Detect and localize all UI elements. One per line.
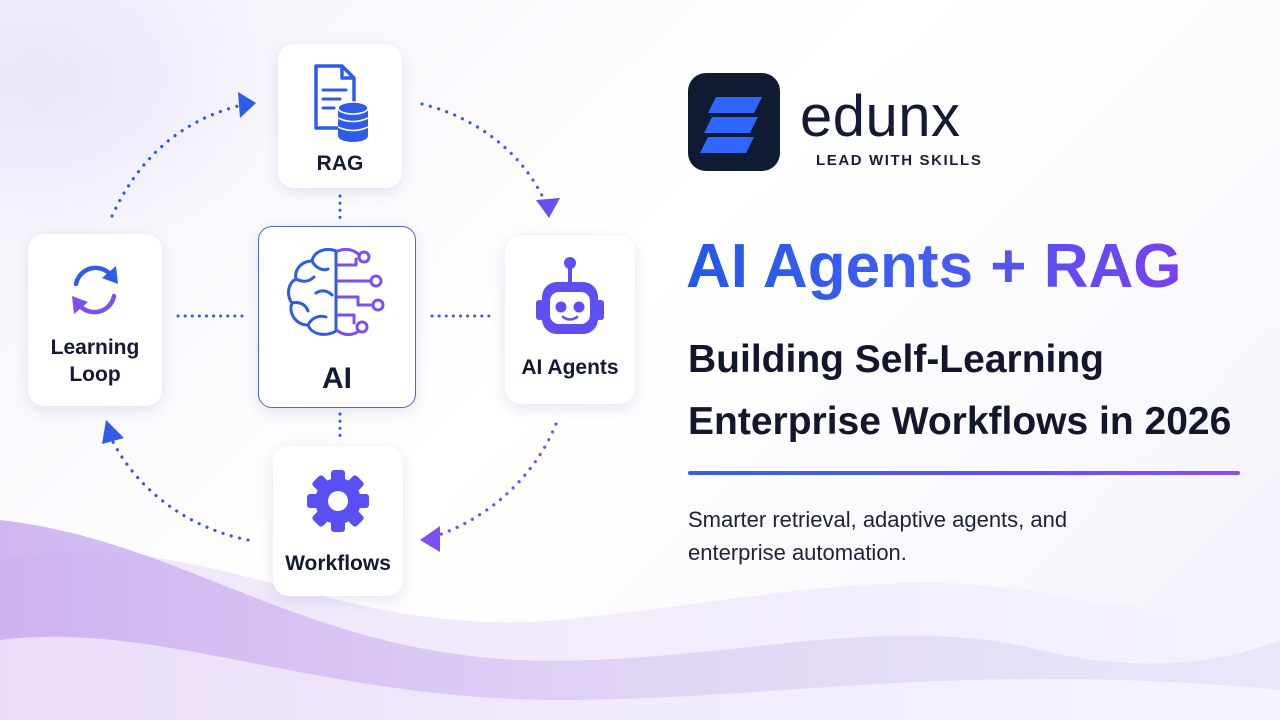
robot-icon	[505, 256, 635, 342]
node-rag: RAG	[278, 44, 402, 188]
refresh-cycle-icon	[28, 258, 162, 322]
brand-logo-icon	[688, 73, 780, 171]
subtitle-line: Building Self-Learning	[688, 338, 1104, 381]
headline: AI Agents + RAG	[686, 226, 1182, 308]
arc-rag-to-agents	[420, 102, 548, 206]
arrowhead-to-agents	[536, 198, 560, 218]
arc-workflows-to-learning	[108, 434, 250, 542]
tagline: Smarter retrieval, adaptive agents, and …	[688, 503, 1208, 569]
arrowhead-to-rag	[238, 92, 256, 118]
node-workflows: Workflows	[273, 446, 403, 596]
gear-icon	[273, 466, 403, 536]
node-ai-label: AI	[322, 362, 352, 395]
arc-agents-to-workflows	[434, 422, 558, 538]
subtitle-line: Enterprise Workflows in 2026	[688, 400, 1232, 443]
tagline-line: enterprise automation.	[688, 540, 907, 565]
node-ai-agents: AI Agents	[505, 236, 635, 404]
node-ai-agents-label: AI Agents	[521, 356, 619, 379]
gradient-divider	[688, 471, 1240, 475]
brand-tagline: LEAD WITH SKILLS	[816, 152, 983, 169]
document-database-icon	[278, 62, 402, 142]
node-rag-label: RAG	[316, 152, 364, 175]
arc-learning-to-rag	[110, 104, 240, 218]
node-learning-loop: Learning Loop	[28, 234, 162, 406]
node-workflows-label: Workflows	[285, 552, 391, 575]
node-ai: AI	[258, 226, 416, 408]
arrowhead-to-workflows	[420, 526, 440, 552]
brain-circuit-icon	[259, 243, 415, 343]
node-learning-loop-label: Learning Loop	[50, 336, 140, 386]
tagline-line: Smarter retrieval, adaptive agents, and	[688, 507, 1068, 532]
brand-name: edunx	[800, 84, 961, 149]
arrowhead-to-learning	[102, 420, 124, 444]
subtitle: Building Self-Learning Enterprise Workfl…	[688, 329, 1268, 453]
